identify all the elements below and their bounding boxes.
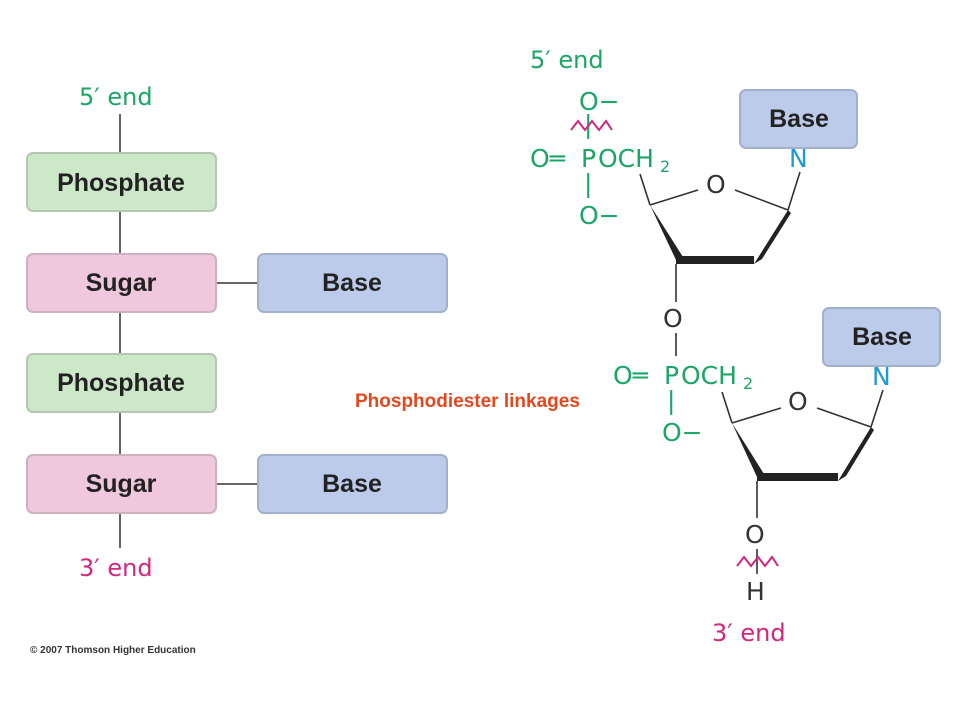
phosphate-label: Phosphate: [57, 369, 185, 397]
base-label: Base: [769, 105, 829, 133]
o-minus-top: O−: [579, 87, 620, 116]
chemical-structure: 5′ end O− | O═ P OCH 2 | O− O: [355, 46, 941, 647]
structure-5prime-end: 5′ end: [530, 46, 604, 74]
base-2: Base N: [822, 307, 941, 391]
schematic-base-1: Base: [257, 253, 448, 313]
terminal-oxygen: O: [745, 520, 765, 549]
terminal-hydrogen: H: [746, 577, 765, 606]
phosphate-label: Phosphate: [57, 169, 185, 197]
nitrogen: N: [789, 144, 808, 173]
ring-oxygen: O: [788, 387, 808, 416]
chain-break-bottom: [736, 555, 779, 568]
base-label: Base: [322, 269, 382, 297]
och-group: OCH: [598, 144, 654, 173]
nitrogen: N: [872, 362, 891, 391]
base-1: Base N: [739, 89, 858, 173]
sugar-ring-2: O: [721, 387, 884, 518]
phosphate-group-2: O═ P OCH 2 | O−: [613, 361, 753, 447]
o-minus-bottom: O−: [579, 201, 620, 230]
base-label: Base: [852, 323, 912, 351]
copyright-notice: © 2007 Thomson Higher Education: [30, 645, 196, 656]
schematic-chain: 5′ end Phosphate Sugar Base Phosphate Su…: [26, 83, 448, 582]
structure-3prime-end: 3′ end: [712, 619, 786, 647]
schematic-5prime-end: 5′ end: [79, 83, 153, 111]
phosphorus: P: [664, 361, 679, 390]
schematic-base-2: Base: [257, 454, 448, 514]
bond-vertical: |: [667, 386, 675, 415]
och-group: OCH: [681, 361, 737, 390]
subscript-2: 2: [743, 374, 753, 393]
phosphorus: P: [581, 144, 596, 173]
schematic-sugar-2: Sugar: [26, 454, 217, 514]
o-minus-bottom: O−: [662, 418, 703, 447]
bond-vertical: |: [584, 169, 592, 198]
ring-oxygen: O: [706, 170, 726, 199]
schematic-phosphate-2: Phosphate: [26, 353, 217, 413]
sugar-ring-1: O: [639, 170, 801, 302]
o-double-bond: O═: [613, 361, 649, 390]
schematic-sugar-1: Sugar: [26, 253, 217, 313]
phosphate-group-1: O− | O═ P OCH 2 | O−: [530, 87, 670, 230]
schematic-3prime-end: 3′ end: [79, 554, 153, 582]
bridging-oxygen: O: [663, 304, 683, 333]
sugar-label: Sugar: [86, 470, 157, 498]
subscript-2: 2: [660, 157, 670, 176]
chain-break-top: [570, 119, 613, 132]
schematic-phosphate-1: Phosphate: [26, 152, 217, 212]
sugar-label: Sugar: [86, 269, 157, 297]
base-label: Base: [322, 470, 382, 498]
phosphodiester-linkages-label: Phosphodiester linkages: [355, 391, 580, 412]
o-double-bond: O═: [530, 144, 566, 173]
